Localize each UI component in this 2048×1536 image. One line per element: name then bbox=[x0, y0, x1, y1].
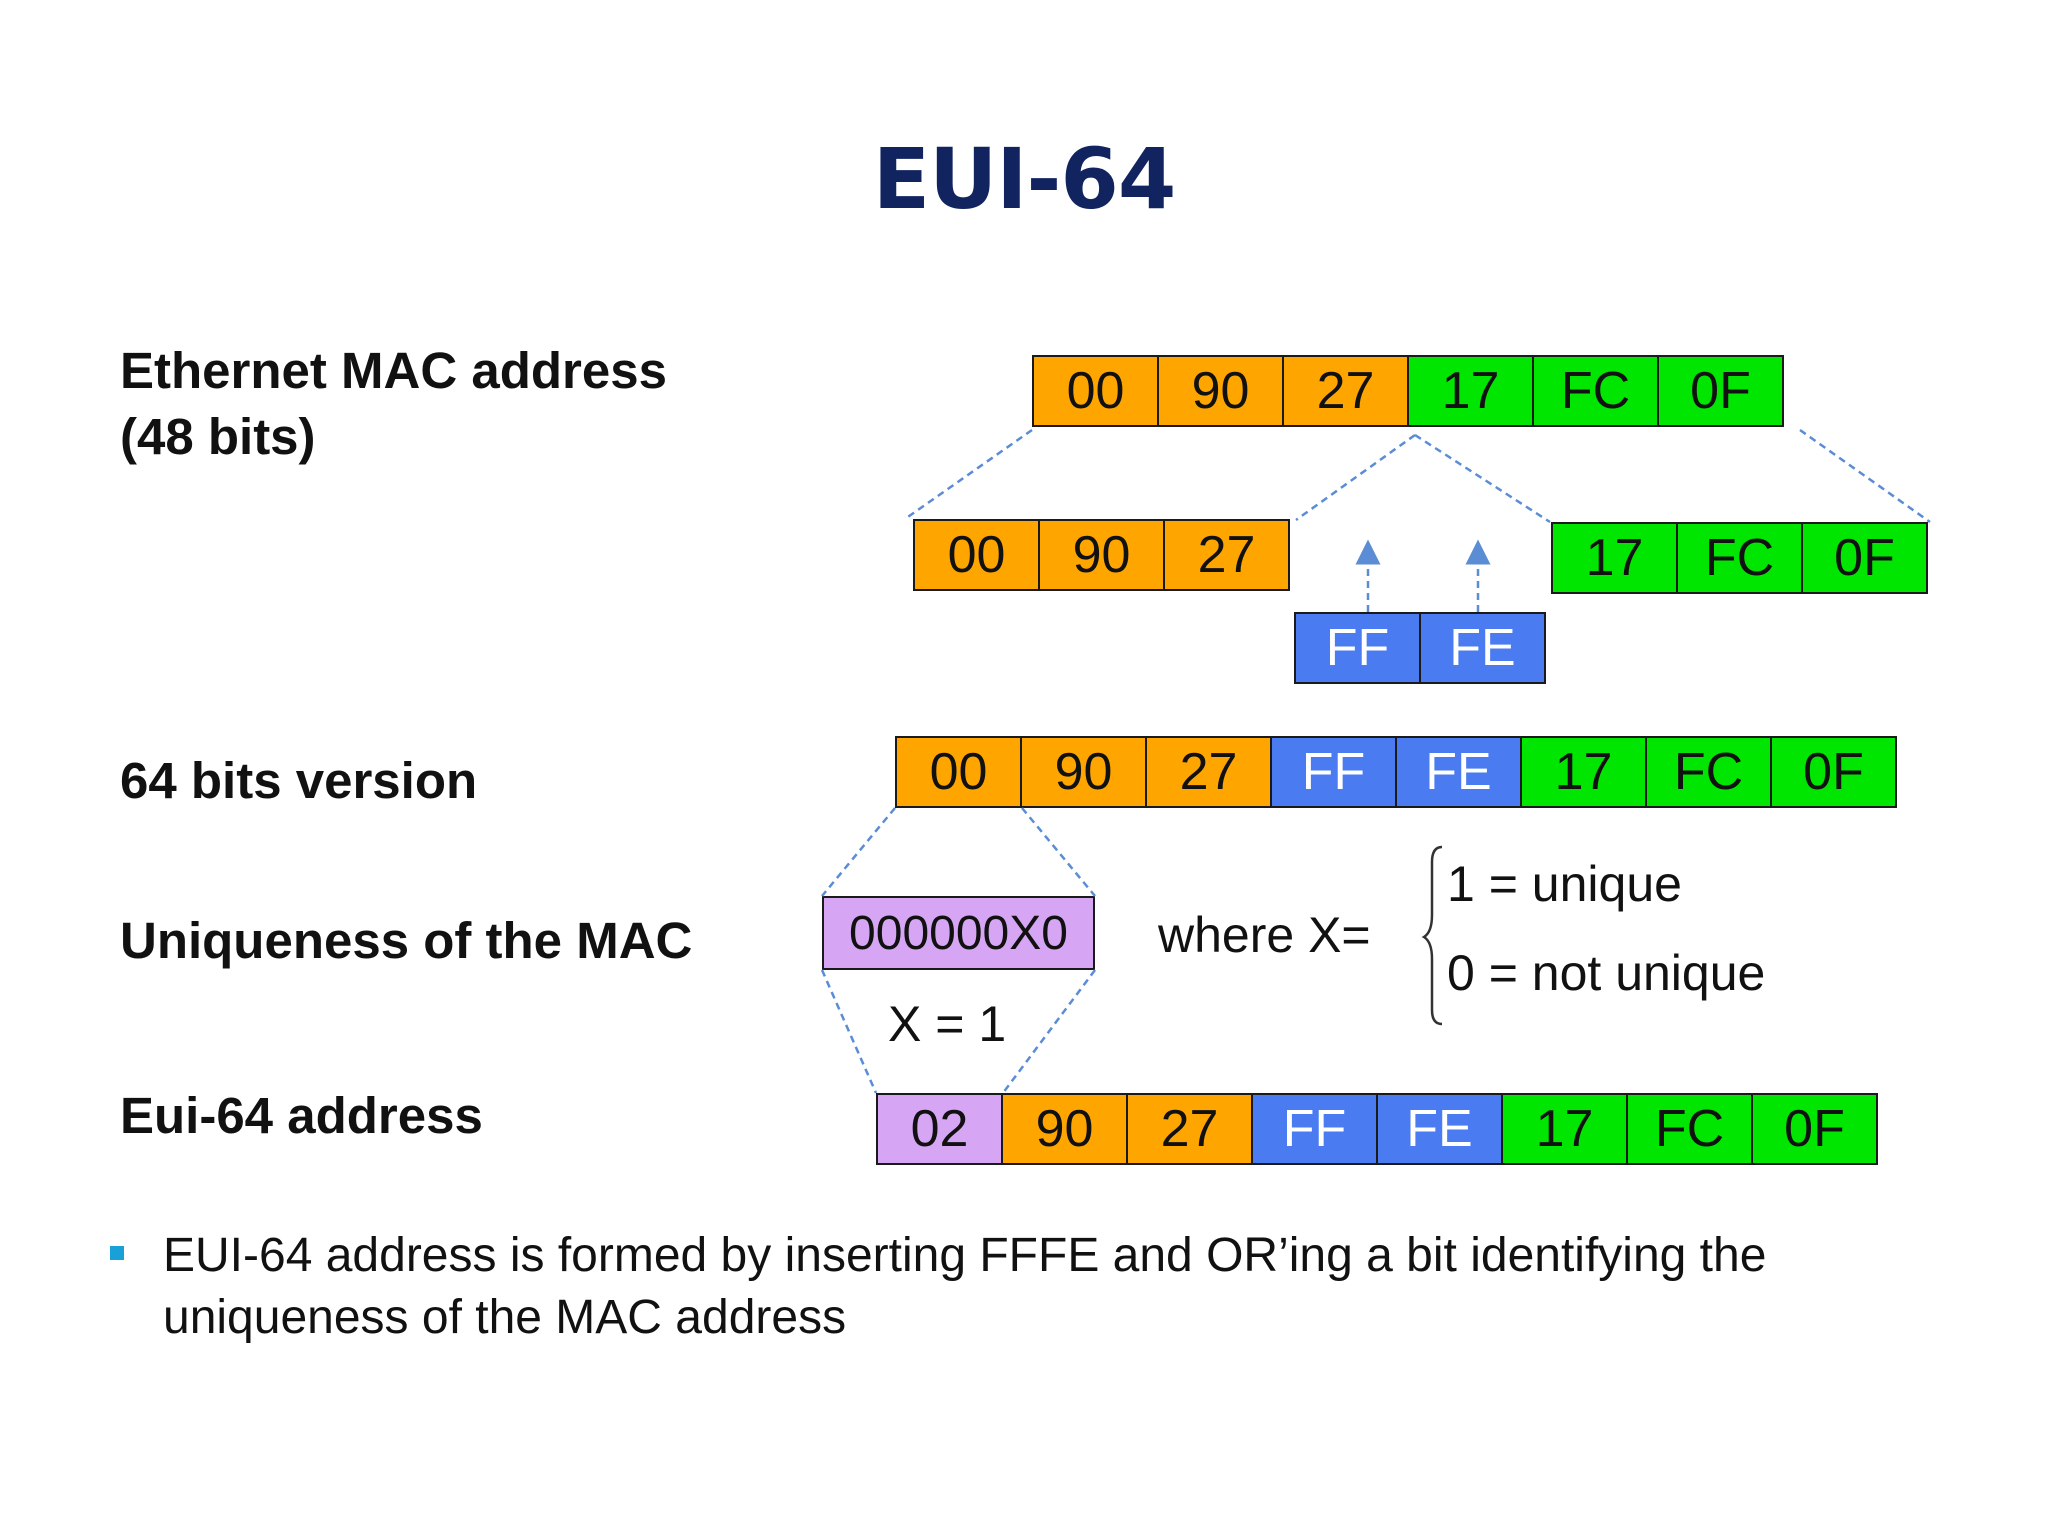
v64-byte-5: FE bbox=[1395, 736, 1522, 808]
nic-byte-2: FC bbox=[1676, 522, 1803, 594]
mac-address-row: 00 90 27 17 FC 0F bbox=[1032, 355, 1784, 427]
label-64-bits-version: 64 bits version bbox=[120, 752, 478, 809]
nic-half-row: 17 FC 0F bbox=[1551, 522, 1928, 594]
x-equals-one: X = 1 bbox=[888, 996, 1007, 1052]
v64-row: 00 90 27 FF FE 17 FC 0F bbox=[895, 736, 1897, 808]
options-brace bbox=[1421, 845, 1443, 1026]
split-line-left bbox=[904, 428, 1033, 521]
nic-byte-1: 17 bbox=[1551, 522, 1678, 594]
eui64-row: 02 90 27 FF FE 17 FC 0F bbox=[876, 1093, 1878, 1165]
eui-byte-7: FC bbox=[1626, 1093, 1753, 1165]
eui-byte-8: 0F bbox=[1751, 1093, 1878, 1165]
zoom-line-bottom-left bbox=[820, 969, 878, 1094]
zoom-line-top-right bbox=[1021, 807, 1096, 897]
where-x-label: where X= bbox=[1158, 907, 1371, 963]
oui-byte-3: 27 bbox=[1163, 519, 1290, 591]
mac-byte-6: 0F bbox=[1657, 355, 1784, 427]
mac-byte-3: 27 bbox=[1282, 355, 1409, 427]
mac-byte-4: 17 bbox=[1407, 355, 1534, 427]
split-line-right bbox=[1799, 428, 1931, 524]
zoom-line-top-left bbox=[821, 807, 896, 897]
zoom-line-bottom-right bbox=[1001, 969, 1097, 1094]
split-line-center-right bbox=[1414, 433, 1551, 524]
v64-byte-8: 0F bbox=[1770, 736, 1897, 808]
slide-title: EUI-64 bbox=[872, 130, 1177, 228]
nic-byte-3: 0F bbox=[1801, 522, 1928, 594]
bullet-text: EUI-64 address is formed by inserting FF… bbox=[163, 1229, 1767, 1344]
eui-byte-2: 90 bbox=[1001, 1093, 1128, 1165]
v64-byte-6: 17 bbox=[1520, 736, 1647, 808]
insert-byte-ff: FF bbox=[1294, 612, 1421, 684]
label-ethernet-mac: Ethernet MAC address (48 bits) bbox=[120, 342, 667, 465]
v64-byte-2: 90 bbox=[1020, 736, 1147, 808]
option-not-unique: 0 = not unique bbox=[1447, 945, 1766, 1001]
eui-byte-5: FE bbox=[1376, 1093, 1503, 1165]
v64-byte-7: FC bbox=[1645, 736, 1772, 808]
insert-byte-fe: FE bbox=[1419, 612, 1546, 684]
eui-byte-4: FF bbox=[1251, 1093, 1378, 1165]
mac-byte-5: FC bbox=[1532, 355, 1659, 427]
v64-byte-1: 00 bbox=[895, 736, 1022, 808]
oui-half-row: 00 90 27 bbox=[913, 519, 1290, 591]
first-byte-bits-box: 000000X0 bbox=[822, 896, 1095, 970]
eui-byte-1: 02 bbox=[876, 1093, 1003, 1165]
label-eui64-address: Eui-64 address bbox=[120, 1087, 483, 1144]
label-uniqueness: Uniqueness of the MAC bbox=[120, 912, 693, 969]
v64-byte-4: FF bbox=[1270, 736, 1397, 808]
oui-byte-2: 90 bbox=[1038, 519, 1165, 591]
split-line-center-left bbox=[1295, 433, 1416, 522]
bullet-marker bbox=[110, 1246, 124, 1260]
option-unique: 1 = unique bbox=[1447, 856, 1682, 912]
fffe-insert-row: FF FE bbox=[1294, 612, 1546, 684]
